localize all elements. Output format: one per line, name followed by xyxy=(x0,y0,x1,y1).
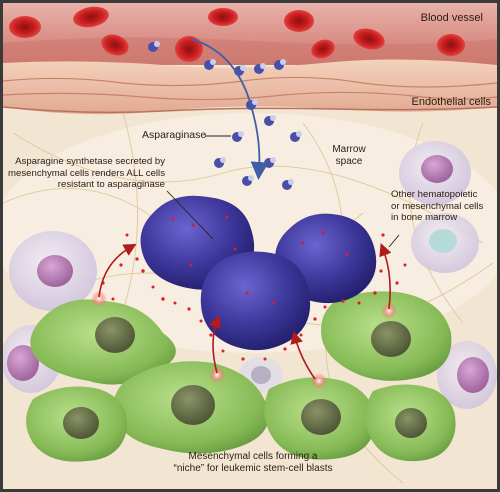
mesenchymal-cells xyxy=(26,291,456,462)
bone-marrow-scene xyxy=(3,3,497,489)
leukemic-blasts xyxy=(140,195,377,351)
other-cell xyxy=(411,213,479,273)
secretion-arrows xyxy=(98,243,392,380)
secretion-glows xyxy=(91,291,397,389)
red-blood-cell xyxy=(101,34,129,56)
mesenchymal-cell xyxy=(264,377,375,460)
red-blood-cell xyxy=(208,8,238,26)
red-blood-cell xyxy=(284,10,314,32)
asparaginase-molecule xyxy=(148,41,160,52)
mesenchymal-cell xyxy=(365,384,456,462)
asparaginase-molecule xyxy=(232,131,244,142)
asparaginase-molecule xyxy=(214,157,226,168)
red-blood-cell xyxy=(73,6,109,28)
red-blood-cells xyxy=(9,6,465,62)
leukemic-blast xyxy=(200,251,311,351)
asparagine-synthetase-dots xyxy=(101,215,407,361)
red-blood-cell xyxy=(437,34,465,56)
other-cell xyxy=(437,341,497,409)
asparaginase-molecule xyxy=(274,59,286,70)
mesenchymal-cell xyxy=(113,361,269,454)
label-niche-cells: Mesenchymal cells forming a “niche” for … xyxy=(173,451,333,474)
leader-lines xyxy=(166,135,400,248)
mesenchymal-cell xyxy=(30,299,176,385)
endothelial-layer xyxy=(3,59,497,115)
asparaginase-molecule xyxy=(204,59,216,70)
mesenchymal-cell xyxy=(26,386,128,462)
label-endothelial-cells: Endothelial cells xyxy=(411,96,492,108)
red-blood-cell xyxy=(311,39,335,59)
label-blood-vessel: Blood vessel xyxy=(420,12,483,24)
label-other-cells: Other hematopoietic or mesenchymal cells… xyxy=(391,189,484,223)
label-asparagine-synthetase: Asparagine synthetase secreted by mesenc… xyxy=(8,156,165,190)
other-cell xyxy=(399,141,471,205)
red-blood-cell xyxy=(9,16,41,38)
red-blood-cell xyxy=(175,36,203,62)
diffusion-arrow xyxy=(190,38,269,180)
asparaginase-molecule xyxy=(282,179,294,190)
asparaginase-molecule xyxy=(264,115,276,126)
label-asparaginase: Asparaginase xyxy=(142,129,207,141)
other-cell xyxy=(9,231,97,311)
label-marrow-space: Marrow space xyxy=(332,144,366,167)
asparaginase-molecule xyxy=(290,131,302,142)
red-blood-cell xyxy=(353,28,385,50)
mesenchymal-cell xyxy=(321,291,452,381)
asparaginase-molecule xyxy=(254,63,266,74)
other-cells xyxy=(3,141,497,409)
